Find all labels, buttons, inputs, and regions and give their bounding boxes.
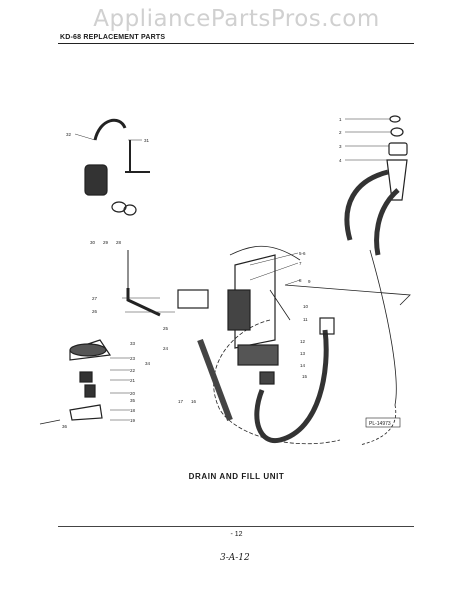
part-label-19: 19: [130, 418, 136, 423]
page-number: - 12: [230, 531, 243, 538]
part-label-23: 23: [130, 356, 136, 361]
part-label-31: 31: [144, 138, 150, 143]
part-label-36: 36: [62, 424, 68, 429]
part-label-32: 32: [66, 132, 72, 137]
part-label-33: 33: [130, 341, 136, 346]
part-label-8: 8: [299, 278, 302, 283]
part-label-15: 15: [302, 374, 308, 379]
part-label-26: 26: [92, 309, 98, 314]
figure-id: PL-14973: [369, 421, 391, 427]
part-label-17: 17: [178, 399, 184, 404]
part-label-5-6: 5-6: [299, 251, 306, 256]
part-label-20: 20: [130, 391, 136, 396]
part-labels: 1 2 3 4 5-6 7 8 9 10 11 12 13 14 15 16 1…: [62, 117, 342, 429]
part-label-3: 3: [339, 144, 342, 149]
part-label-10: 10: [303, 304, 309, 309]
part-label-25: 25: [163, 326, 169, 331]
document-header: KD-68 REPLACEMENT PARTS: [60, 34, 166, 41]
part-label-9: 9: [308, 279, 311, 284]
part-label-34: 34: [145, 361, 151, 366]
part-label-13: 13: [300, 351, 306, 356]
part-label-12: 12: [300, 339, 306, 344]
part-label-2: 2: [339, 130, 342, 135]
footer-rule: [58, 526, 414, 527]
watermark: AppliancePartsPros.com: [93, 6, 380, 32]
part-label-30: 30: [90, 240, 96, 245]
part-label-24: 24: [163, 346, 169, 351]
part-label-18: 18: [130, 408, 136, 413]
part-label-14: 14: [300, 363, 306, 368]
part-label-4: 4: [339, 158, 342, 163]
figure-id-box: [365, 417, 401, 428]
part-label-16: 16: [191, 399, 197, 404]
diagram-caption: DRAIN AND FILL UNIT: [188, 472, 285, 481]
part-label-29: 29: [103, 240, 109, 245]
part-label-22: 22: [130, 368, 136, 373]
part-label-28: 28: [116, 240, 122, 245]
part-label-27: 27: [92, 296, 98, 301]
part-label-21: 21: [130, 378, 136, 383]
part-label-11: 11: [303, 317, 308, 322]
handwritten-note: 3-A-12: [220, 553, 250, 563]
part-label-35: 35: [130, 398, 136, 403]
part-label-7: 7: [299, 261, 302, 266]
part-label-1: 1: [339, 117, 342, 122]
header-rule: [58, 43, 414, 44]
